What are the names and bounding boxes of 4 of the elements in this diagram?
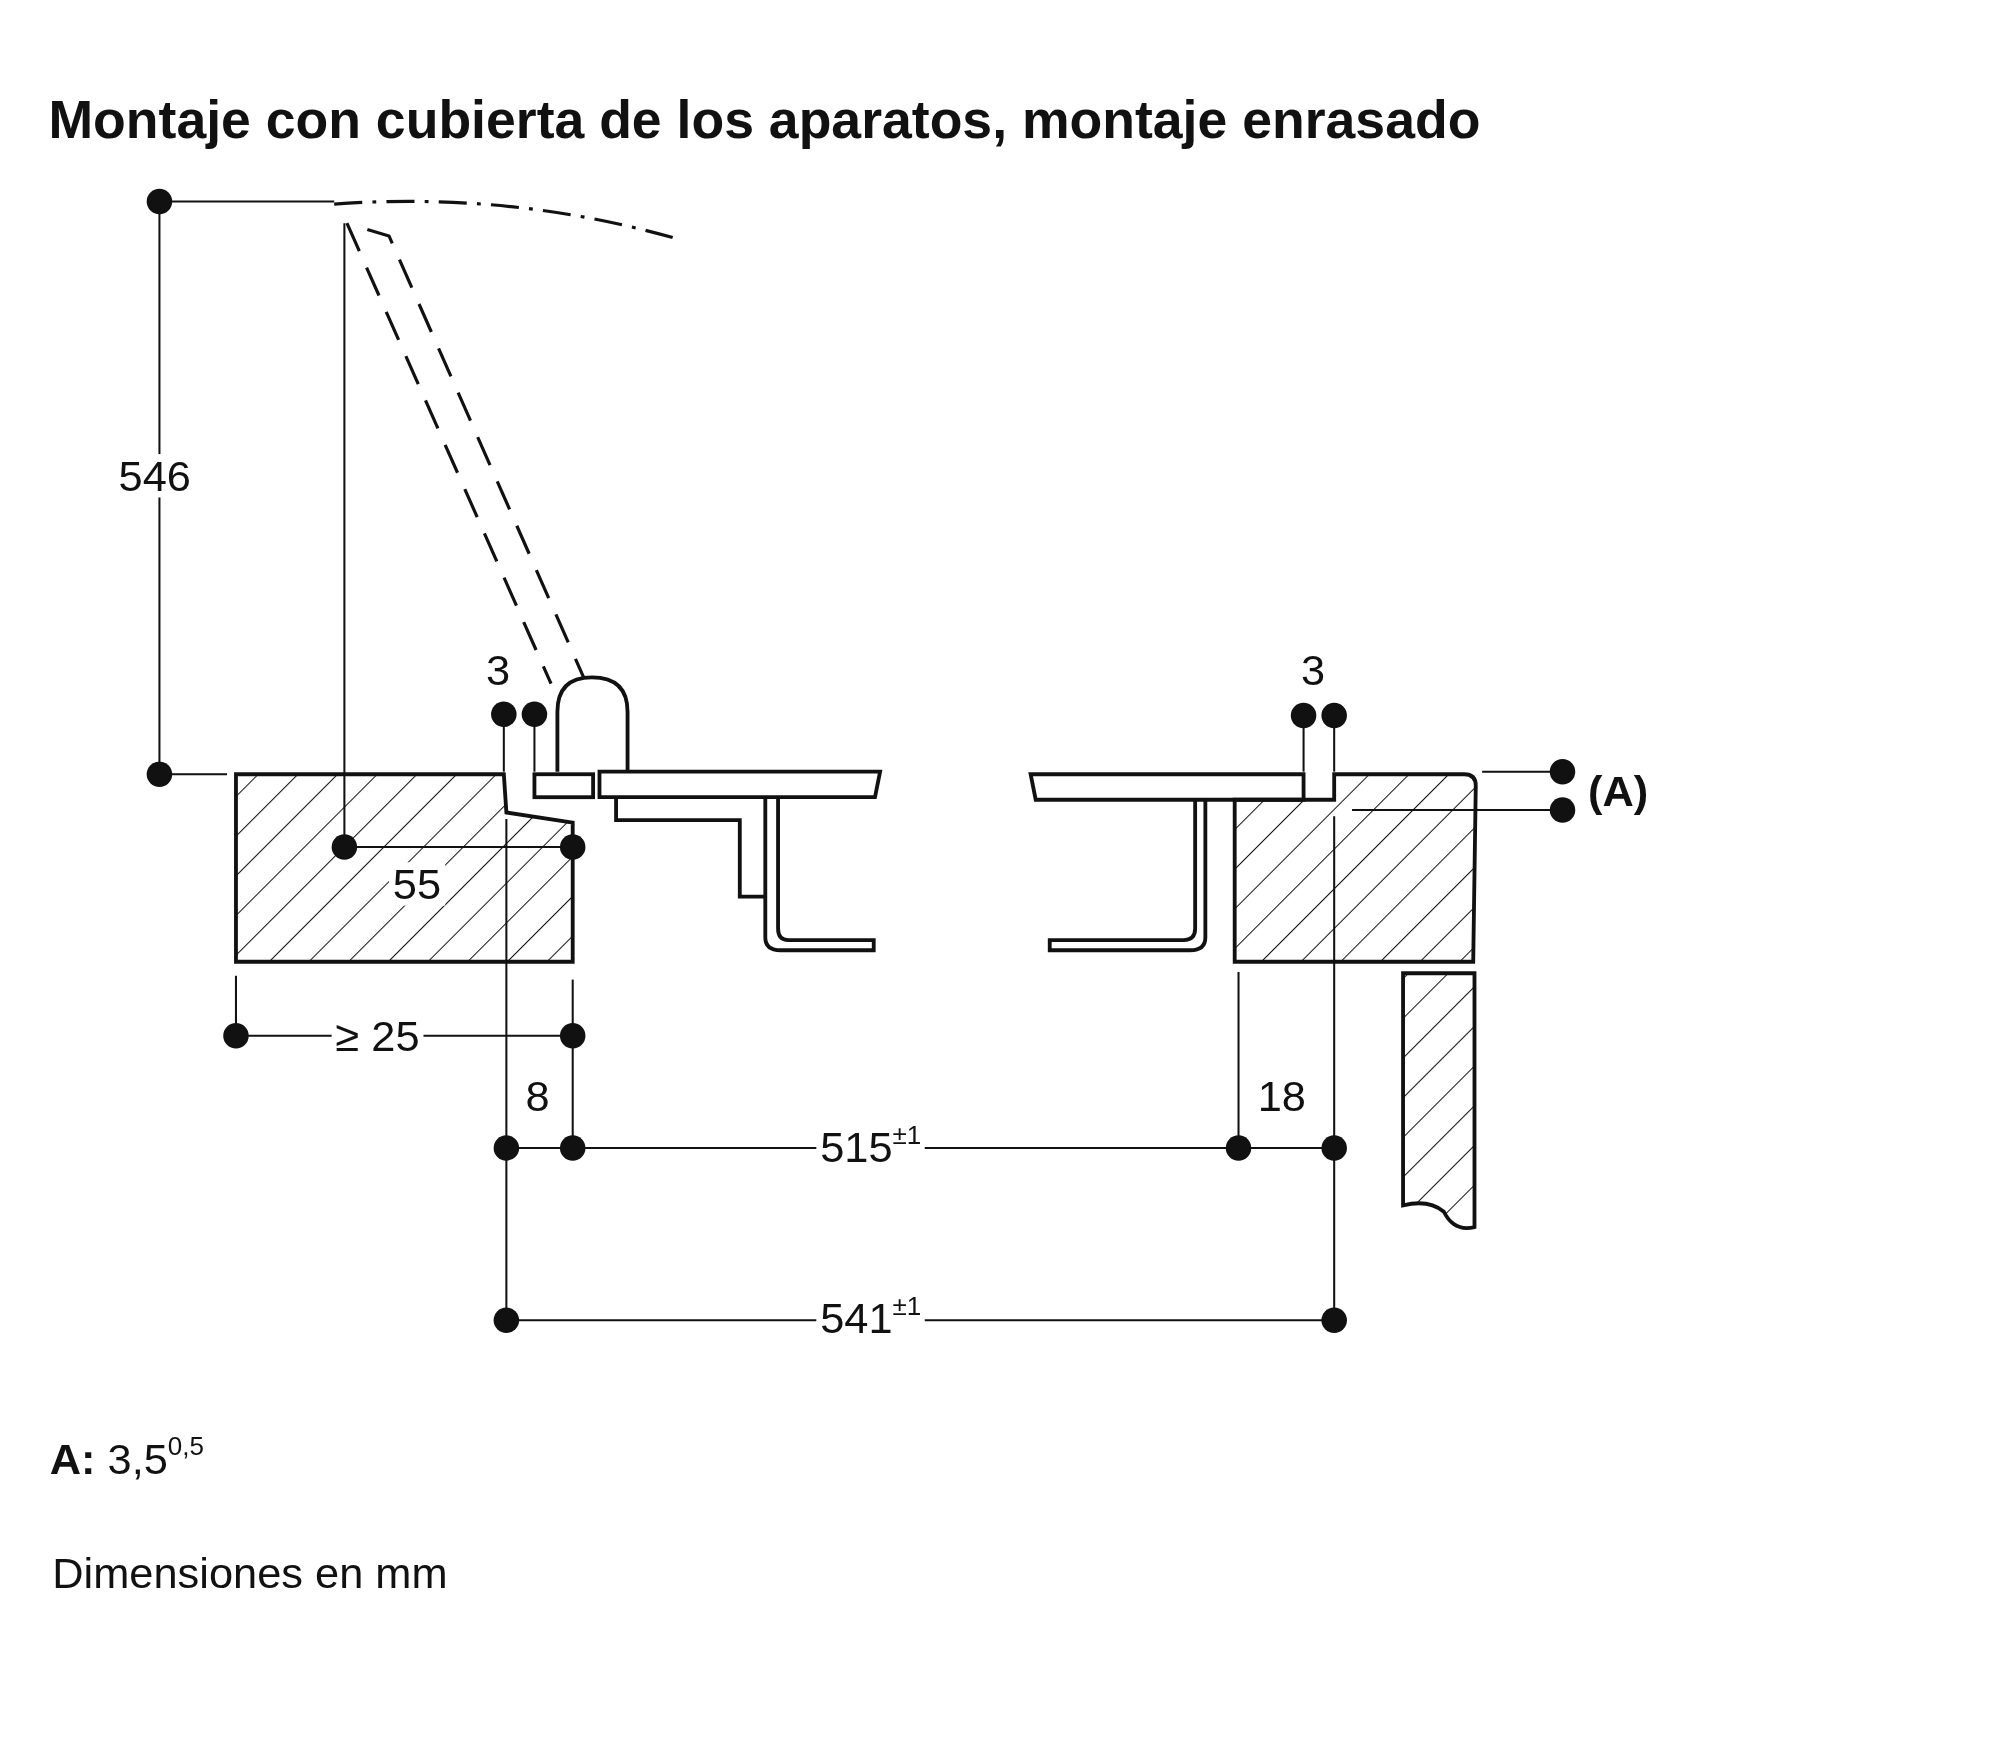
note-text: A: 3,5$^{0,5}$ [48,1433,206,1480]
diagram-title: Montaje con cubierta de los aparatos, montaje enrasado [48,89,1481,151]
note-text: Dimensiones en mm [51,1551,449,1595]
dimension-label: 55 [389,862,445,906]
